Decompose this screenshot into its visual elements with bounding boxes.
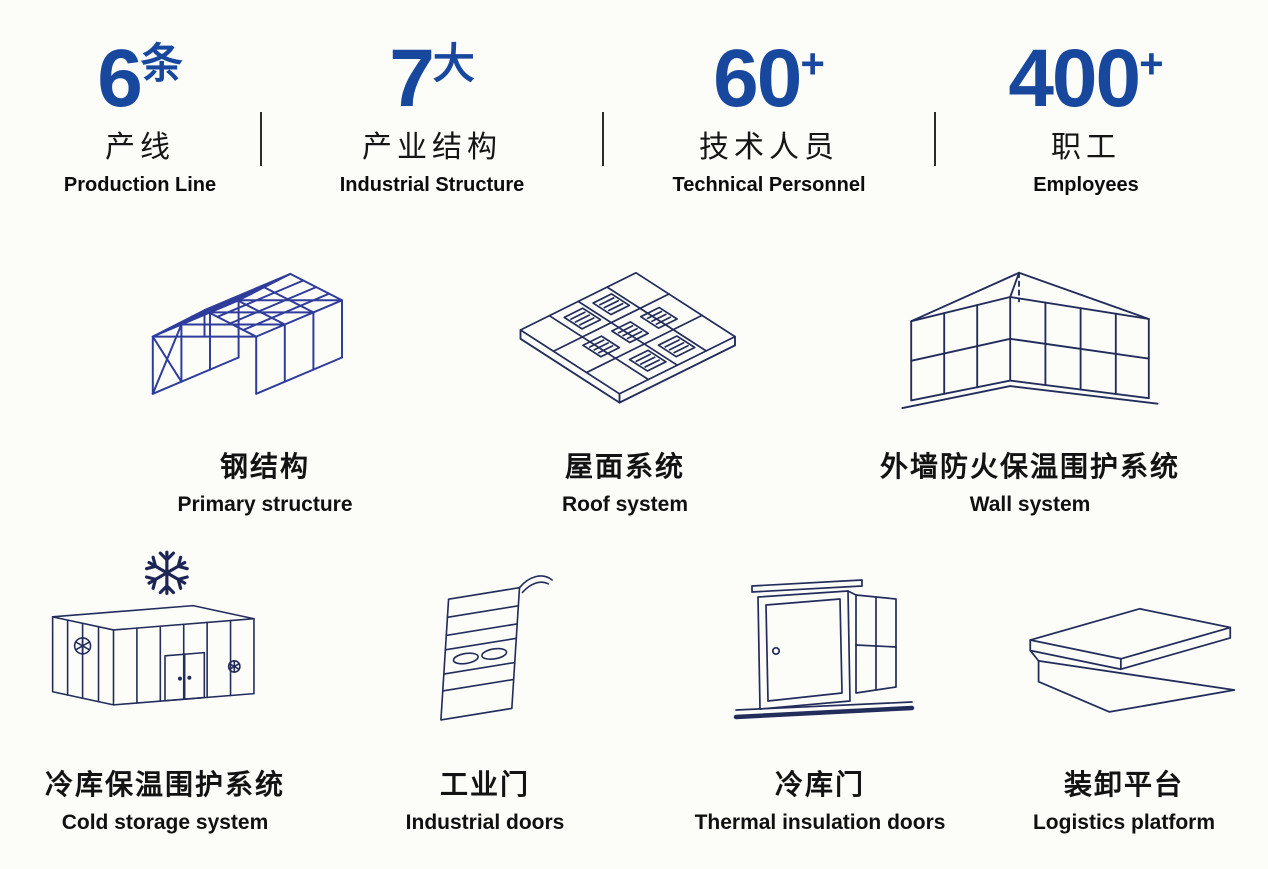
product-thermal-insulation-door: 冷库门 Thermal insulation doors <box>650 541 990 835</box>
stat-label-en: Employees <box>1033 174 1139 196</box>
stats-divider <box>260 112 262 166</box>
cold-storage-icon <box>10 541 320 747</box>
stat-label-cn: 技术人员 <box>699 131 839 164</box>
stat-value: 60+ <box>604 38 934 120</box>
stat-value: 7大 <box>262 38 602 120</box>
stat-number-text: 60 <box>713 33 802 124</box>
stat-label-en: Production Line <box>63 174 217 196</box>
stat-production-line: 6条 产线 Production Line <box>20 38 260 197</box>
products-row-2: 冷库保温围护系统 Cold storage system <box>0 541 1268 835</box>
product-industrial-door: 工业门 Industrial doors <box>320 541 650 835</box>
stat-suffix-text: + <box>1139 40 1164 87</box>
product-name-cn: 外墙防火保温围护系统 <box>879 451 1180 482</box>
steel-structure-icon <box>60 231 470 429</box>
product-steel-structure: 钢结构 Primary structure <box>60 231 470 517</box>
stat-label-cn: 产线 <box>105 131 175 164</box>
product-cold-storage: 冷库保温围护系统 Cold storage system <box>10 541 320 835</box>
product-name-en: Cold storage system <box>61 811 269 834</box>
product-name-en: Wall system <box>969 493 1091 516</box>
roof-system-icon <box>470 231 780 429</box>
product-wall-system: 外墙防火保温围护系统 Wall system <box>800 231 1260 517</box>
product-roof-system: 屋面系统 Roof system <box>470 231 780 517</box>
stat-number-text: 400 <box>1008 33 1141 124</box>
stat-label-cn: 职工 <box>1051 131 1121 164</box>
product-loading-platform: 装卸平台 Logistics platform <box>990 541 1258 835</box>
loading-platform-icon <box>990 541 1258 747</box>
product-name-cn: 钢结构 <box>219 451 310 482</box>
stat-suffix-text: 条 <box>140 40 183 87</box>
stat-employees: 400+ 职工 Employees <box>936 38 1236 197</box>
stats-divider <box>934 112 936 166</box>
product-name-cn: 冷库保温围护系统 <box>44 769 285 800</box>
product-name-en: Logistics platform <box>1032 811 1216 834</box>
stat-industrial-structure: 7大 产业结构 Industrial Structure <box>262 38 602 197</box>
stat-label-en: Technical Personnel <box>672 174 866 196</box>
wall-system-icon <box>800 231 1260 429</box>
product-name-en: Thermal insulation doors <box>694 811 946 834</box>
industrial-door-icon <box>320 541 650 747</box>
stats-divider <box>602 112 604 166</box>
stat-value: 400+ <box>936 38 1236 120</box>
stat-technical-personnel: 60+ 技术人员 Technical Personnel <box>604 38 934 197</box>
product-name-en: Primary structure <box>177 493 353 516</box>
stat-suffix-text: 大 <box>432 40 475 87</box>
product-name-cn: 冷库门 <box>774 769 865 800</box>
product-name-cn: 屋面系统 <box>564 451 685 482</box>
stats-row: 6条 产线 Production Line 7大 产业结构 Industrial… <box>0 0 1268 197</box>
products-row-1: 钢结构 Primary structure <box>0 231 1268 517</box>
stat-suffix-text: + <box>800 40 825 87</box>
stat-label-en: Industrial Structure <box>339 174 525 196</box>
product-name-cn: 工业门 <box>439 769 530 800</box>
product-name-en: Industrial doors <box>405 811 565 834</box>
product-name-en: Roof system <box>561 493 689 516</box>
stat-value: 6条 <box>20 38 260 120</box>
stat-number-text: 6 <box>97 33 143 124</box>
stat-number-text: 7 <box>389 33 435 124</box>
stat-label-cn: 产业结构 <box>362 131 502 164</box>
thermal-insulation-door-icon <box>650 541 990 747</box>
product-name-cn: 装卸平台 <box>1063 769 1184 800</box>
